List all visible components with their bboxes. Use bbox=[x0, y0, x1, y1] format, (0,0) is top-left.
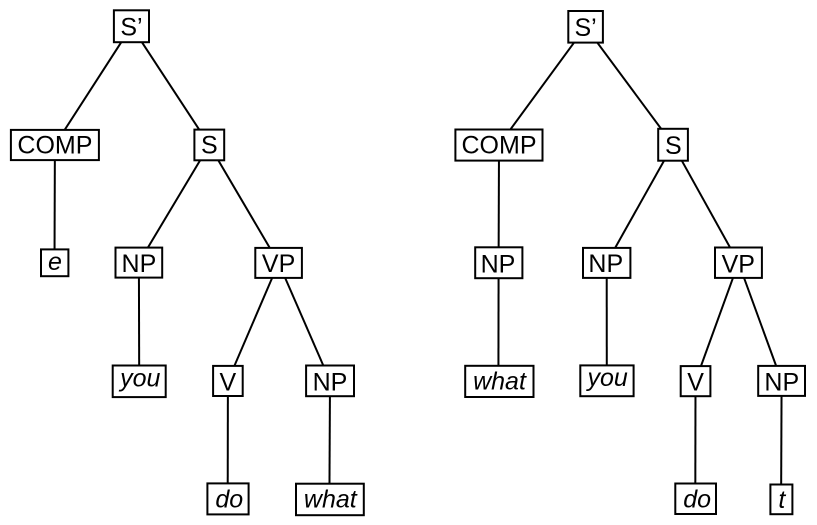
svg-text:NP: NP bbox=[764, 369, 799, 397]
svg-text:what: what bbox=[304, 485, 358, 513]
svg-text:NP: NP bbox=[122, 250, 157, 278]
svg-text:you: you bbox=[118, 364, 160, 392]
svg-text:e: e bbox=[48, 248, 62, 276]
svg-text:do: do bbox=[683, 486, 711, 514]
svg-text:t: t bbox=[778, 486, 786, 514]
svg-text:you: you bbox=[586, 364, 628, 392]
svg-text:S: S bbox=[665, 132, 682, 160]
svg-text:VP: VP bbox=[722, 250, 755, 278]
svg-text:what: what bbox=[473, 368, 527, 396]
svg-text:S: S bbox=[201, 132, 218, 160]
svg-text:NP: NP bbox=[313, 368, 348, 396]
svg-text:do: do bbox=[215, 486, 243, 514]
svg-text:V: V bbox=[687, 369, 704, 397]
svg-text:S’: S’ bbox=[574, 14, 596, 42]
svg-text:NP: NP bbox=[481, 250, 516, 278]
svg-text:V: V bbox=[220, 369, 237, 397]
svg-text:VP: VP bbox=[262, 250, 295, 278]
svg-text:COMP: COMP bbox=[462, 132, 537, 160]
svg-text:S’: S’ bbox=[120, 14, 142, 42]
svg-text:NP: NP bbox=[588, 250, 623, 278]
svg-text:COMP: COMP bbox=[17, 132, 92, 160]
